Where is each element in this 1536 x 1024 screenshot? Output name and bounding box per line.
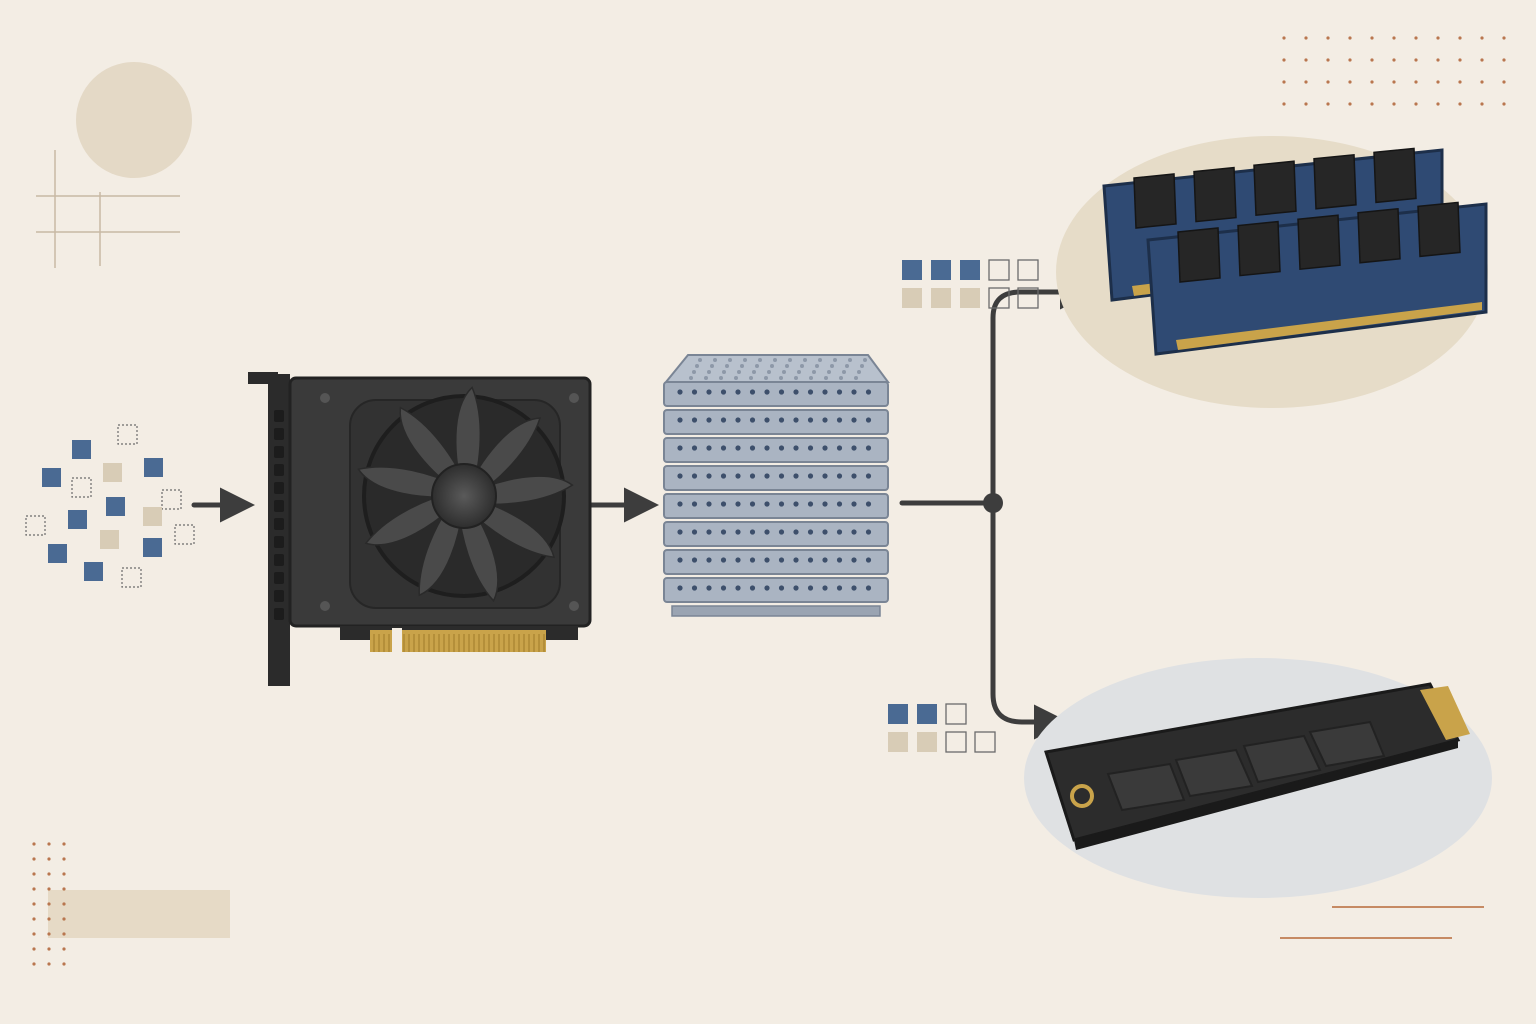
decor-lines-bottom-right: [1280, 906, 1484, 939]
data-token: [143, 507, 162, 526]
arrow-junction-to-ram: [990, 274, 1095, 506]
ssd-connector: [1420, 686, 1470, 740]
usage-cell-filled: [960, 260, 980, 280]
ssd-nand-chip: [1308, 720, 1386, 768]
ssd-controller-chip: [1106, 762, 1186, 812]
arrow-junction-to-ssd: [990, 500, 1069, 740]
ram-chip: [1193, 166, 1237, 223]
usage-cell-filled: [888, 704, 908, 724]
memory-layer: [663, 577, 889, 603]
usage-cell-filled: [902, 260, 922, 280]
data-token: [103, 463, 122, 482]
usage-cell-filled: [902, 288, 922, 308]
ram-chip: [1253, 160, 1297, 217]
usage-cell-filled: [917, 732, 937, 752]
ram-chip: [1177, 227, 1221, 283]
data-token: [42, 468, 61, 487]
ram-chip: [1237, 220, 1281, 277]
connectors: [191, 274, 1095, 740]
memory-layer: [663, 437, 889, 463]
decor-dot-grid-bottom-left: [32, 842, 66, 966]
usage-cell-empty: [1017, 259, 1039, 281]
memory-stack-icon: [663, 354, 890, 617]
data-token-empty: [117, 424, 138, 445]
usage-cell-filled: [931, 260, 951, 280]
data-token-empty: [71, 477, 92, 498]
data-token: [144, 458, 163, 477]
data-token: [100, 530, 119, 549]
data-token: [84, 562, 103, 581]
data-blocks-icon: [25, 424, 195, 588]
gpu-fan-hub: [431, 463, 497, 529]
usage-cell-empty: [945, 731, 967, 753]
usage-cell-empty: [988, 259, 1010, 281]
memory-layer: [663, 521, 889, 547]
usage-cell-filled: [960, 288, 980, 308]
ssd-usage-indicator: [888, 703, 996, 753]
ram-chip: [1357, 207, 1401, 264]
memory-layer: [663, 493, 889, 519]
ram-chip: [1417, 201, 1461, 258]
graphics-card-icon: [248, 372, 592, 686]
memory-layer: [663, 465, 889, 491]
junction-dot: [983, 493, 1003, 513]
decor-circle: [76, 62, 192, 178]
usage-cell-empty: [988, 287, 1010, 309]
data-token: [72, 440, 91, 459]
node-system-ram: [902, 136, 1488, 408]
decor-rect: [48, 890, 230, 938]
ram-chip: [1313, 153, 1357, 210]
ram-contacts: [1176, 302, 1482, 350]
ram-module: [1146, 201, 1488, 356]
decor-bottom-left: [32, 842, 230, 966]
usage-cell-empty: [945, 703, 967, 725]
data-token: [143, 538, 162, 557]
data-token: [106, 497, 125, 516]
data-token-empty: [174, 524, 195, 545]
usage-cell-empty: [974, 731, 996, 753]
ssd-nand-chip: [1174, 748, 1254, 798]
usage-cell-empty: [1017, 287, 1039, 309]
data-token: [68, 510, 87, 529]
ram-chip: [1373, 147, 1417, 204]
ssd-icon: [1044, 682, 1470, 850]
decor-grid-lines: [36, 150, 180, 268]
usage-cell-filled: [917, 704, 937, 724]
ram-module-icon: [1102, 147, 1488, 356]
decor-dot-grid-top-right: [1282, 36, 1506, 106]
usage-cell-filled: [888, 732, 908, 752]
data-token-empty: [25, 515, 46, 536]
memory-layer: [663, 549, 889, 575]
ssd-nand-chip: [1242, 734, 1322, 784]
decor-top-left: [36, 62, 192, 268]
node-nvme-ssd: [888, 658, 1492, 898]
memory-layer: [663, 409, 889, 435]
data-token: [48, 544, 67, 563]
ram-chip: [1297, 214, 1341, 271]
data-token-empty: [161, 489, 182, 510]
data-token-empty: [121, 567, 142, 588]
memory-layer: [663, 381, 889, 407]
gpu-screws: [320, 393, 579, 611]
usage-cell-filled: [931, 288, 951, 308]
ram-chip: [1133, 173, 1177, 229]
ram-usage-indicator: [902, 259, 1039, 309]
